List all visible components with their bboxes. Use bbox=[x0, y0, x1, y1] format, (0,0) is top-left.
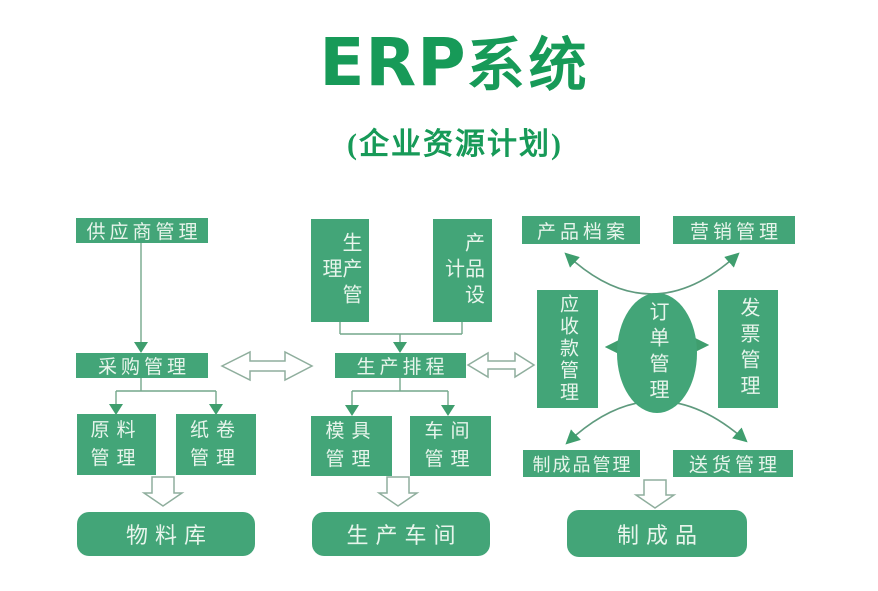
node-marketing-management: 营销管理 bbox=[673, 216, 795, 244]
hollow-arrow-to-production-workshop bbox=[376, 476, 420, 507]
node-finished-goods: 制成品 bbox=[567, 510, 747, 557]
arrow-schedule-split bbox=[351, 378, 449, 405]
arrowhead bbox=[209, 404, 223, 415]
hollow-arrow-to-finished-goods bbox=[633, 479, 677, 509]
hollow-arrow-to-material-store bbox=[141, 476, 185, 507]
node-product-design: 产品设计 bbox=[433, 219, 492, 322]
arrowhead bbox=[441, 405, 455, 416]
arrowhead bbox=[345, 405, 359, 416]
arrow-merge-to-schedule bbox=[339, 322, 463, 342]
node-mold-management: 模具管理 bbox=[311, 416, 392, 476]
node-paper-roll-management: 纸卷管理 bbox=[176, 414, 256, 475]
node-raw-material-management: 原料管理 bbox=[77, 414, 156, 475]
double-arrow-schedule-orders bbox=[466, 351, 536, 379]
node-production-scheduling: 生产排程 bbox=[335, 353, 466, 378]
node-purchase-management: 采购管理 bbox=[76, 353, 208, 378]
title-erp: ERP bbox=[319, 24, 467, 101]
node-receivables-management: 应收款管理 bbox=[537, 290, 598, 408]
double-arrow-purchase-schedule bbox=[220, 350, 314, 382]
arrow-purchase-split bbox=[115, 378, 217, 404]
page-subtitle: (企业资源计划) bbox=[347, 128, 563, 161]
node-supplier-management: 供应商管理 bbox=[76, 218, 208, 243]
node-finished-goods-management: 制成品管理 bbox=[523, 450, 640, 477]
node-workshop-management: 车间管理 bbox=[410, 416, 491, 476]
arrowhead bbox=[109, 404, 123, 415]
node-production-workshop: 生产车间 bbox=[312, 512, 490, 556]
node-production-management: 生产管理 bbox=[311, 219, 369, 322]
title-system: 系统 bbox=[466, 31, 591, 99]
node-product-archive: 产品档案 bbox=[522, 216, 640, 244]
arrowhead bbox=[134, 342, 148, 353]
arc-order-to-archive-and-marketing bbox=[564, 252, 740, 295]
page-title: ERP系统 bbox=[16, 30, 878, 96]
node-material-warehouse: 物料库 bbox=[77, 512, 255, 556]
arrowhead bbox=[393, 342, 407, 353]
node-delivery-management: 送货管理 bbox=[673, 450, 793, 477]
node-order-management-ellipse: 订单管理 bbox=[617, 293, 697, 413]
node-invoice-management: 发票管理 bbox=[718, 290, 778, 408]
